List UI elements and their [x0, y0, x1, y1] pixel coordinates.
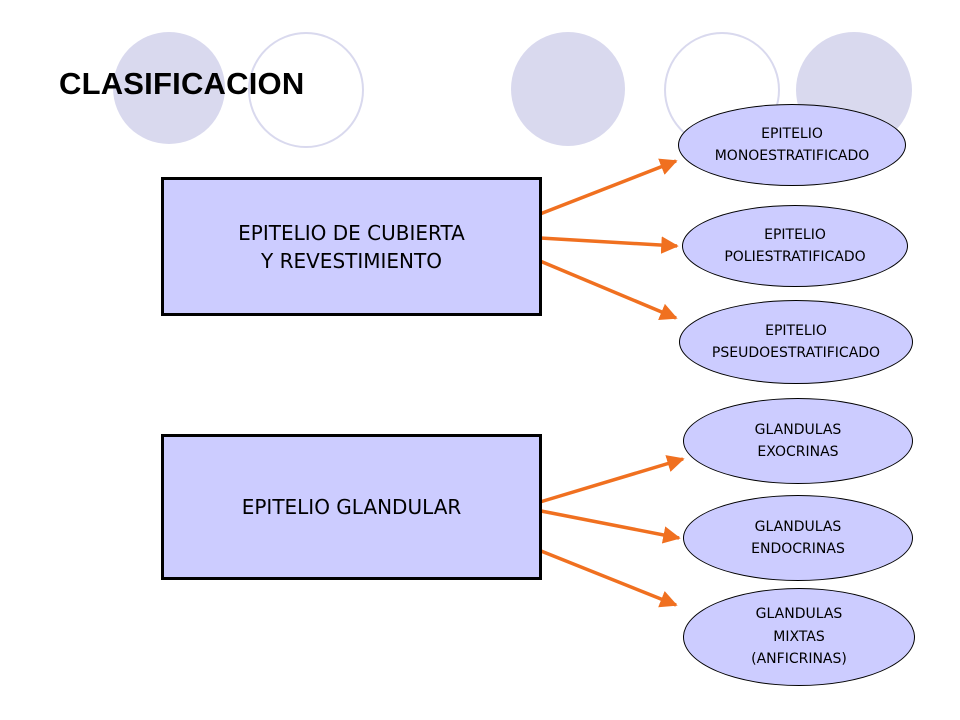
arrow-cubierta-poli: [539, 236, 679, 254]
box-epitelio-cubierta: EPITELIO DE CUBIERTA Y REVESTIMIENTO: [161, 177, 542, 316]
page-title: CLASIFICACION: [59, 66, 305, 101]
box-epitelio-glandular: EPITELIO GLANDULAR: [161, 434, 542, 580]
oval-pseudoestratificado: EPITELIO PSEUDOESTRATIFICADO: [679, 300, 913, 384]
decor-circle-ring-1: [248, 32, 364, 148]
oval-poliestratificado: EPITELIO POLIESTRATIFICADO: [682, 205, 908, 287]
arrow-cubierta-mono: [539, 158, 678, 216]
oval-glandulas-endocrinas: GLANDULAS ENDOCRINAS: [683, 495, 913, 581]
oval-glandulas-exocrinas: GLANDULAS EXOCRINAS: [683, 398, 913, 484]
arrow-cubierta-pseudo: [539, 259, 678, 320]
arrow-glandular-mixtas: [535, 547, 678, 608]
oval-glandulas-mixtas: GLANDULAS MIXTAS (ANFICRINAS): [683, 588, 915, 686]
arrow-glandular-exo: [539, 455, 685, 504]
arrow-glandular-endo: [535, 508, 681, 544]
decor-circle-filled-1: [113, 32, 225, 144]
oval-monoestratificado: EPITELIO MONOESTRATIFICADO: [678, 104, 906, 186]
decor-circle-filled-2: [511, 32, 625, 146]
